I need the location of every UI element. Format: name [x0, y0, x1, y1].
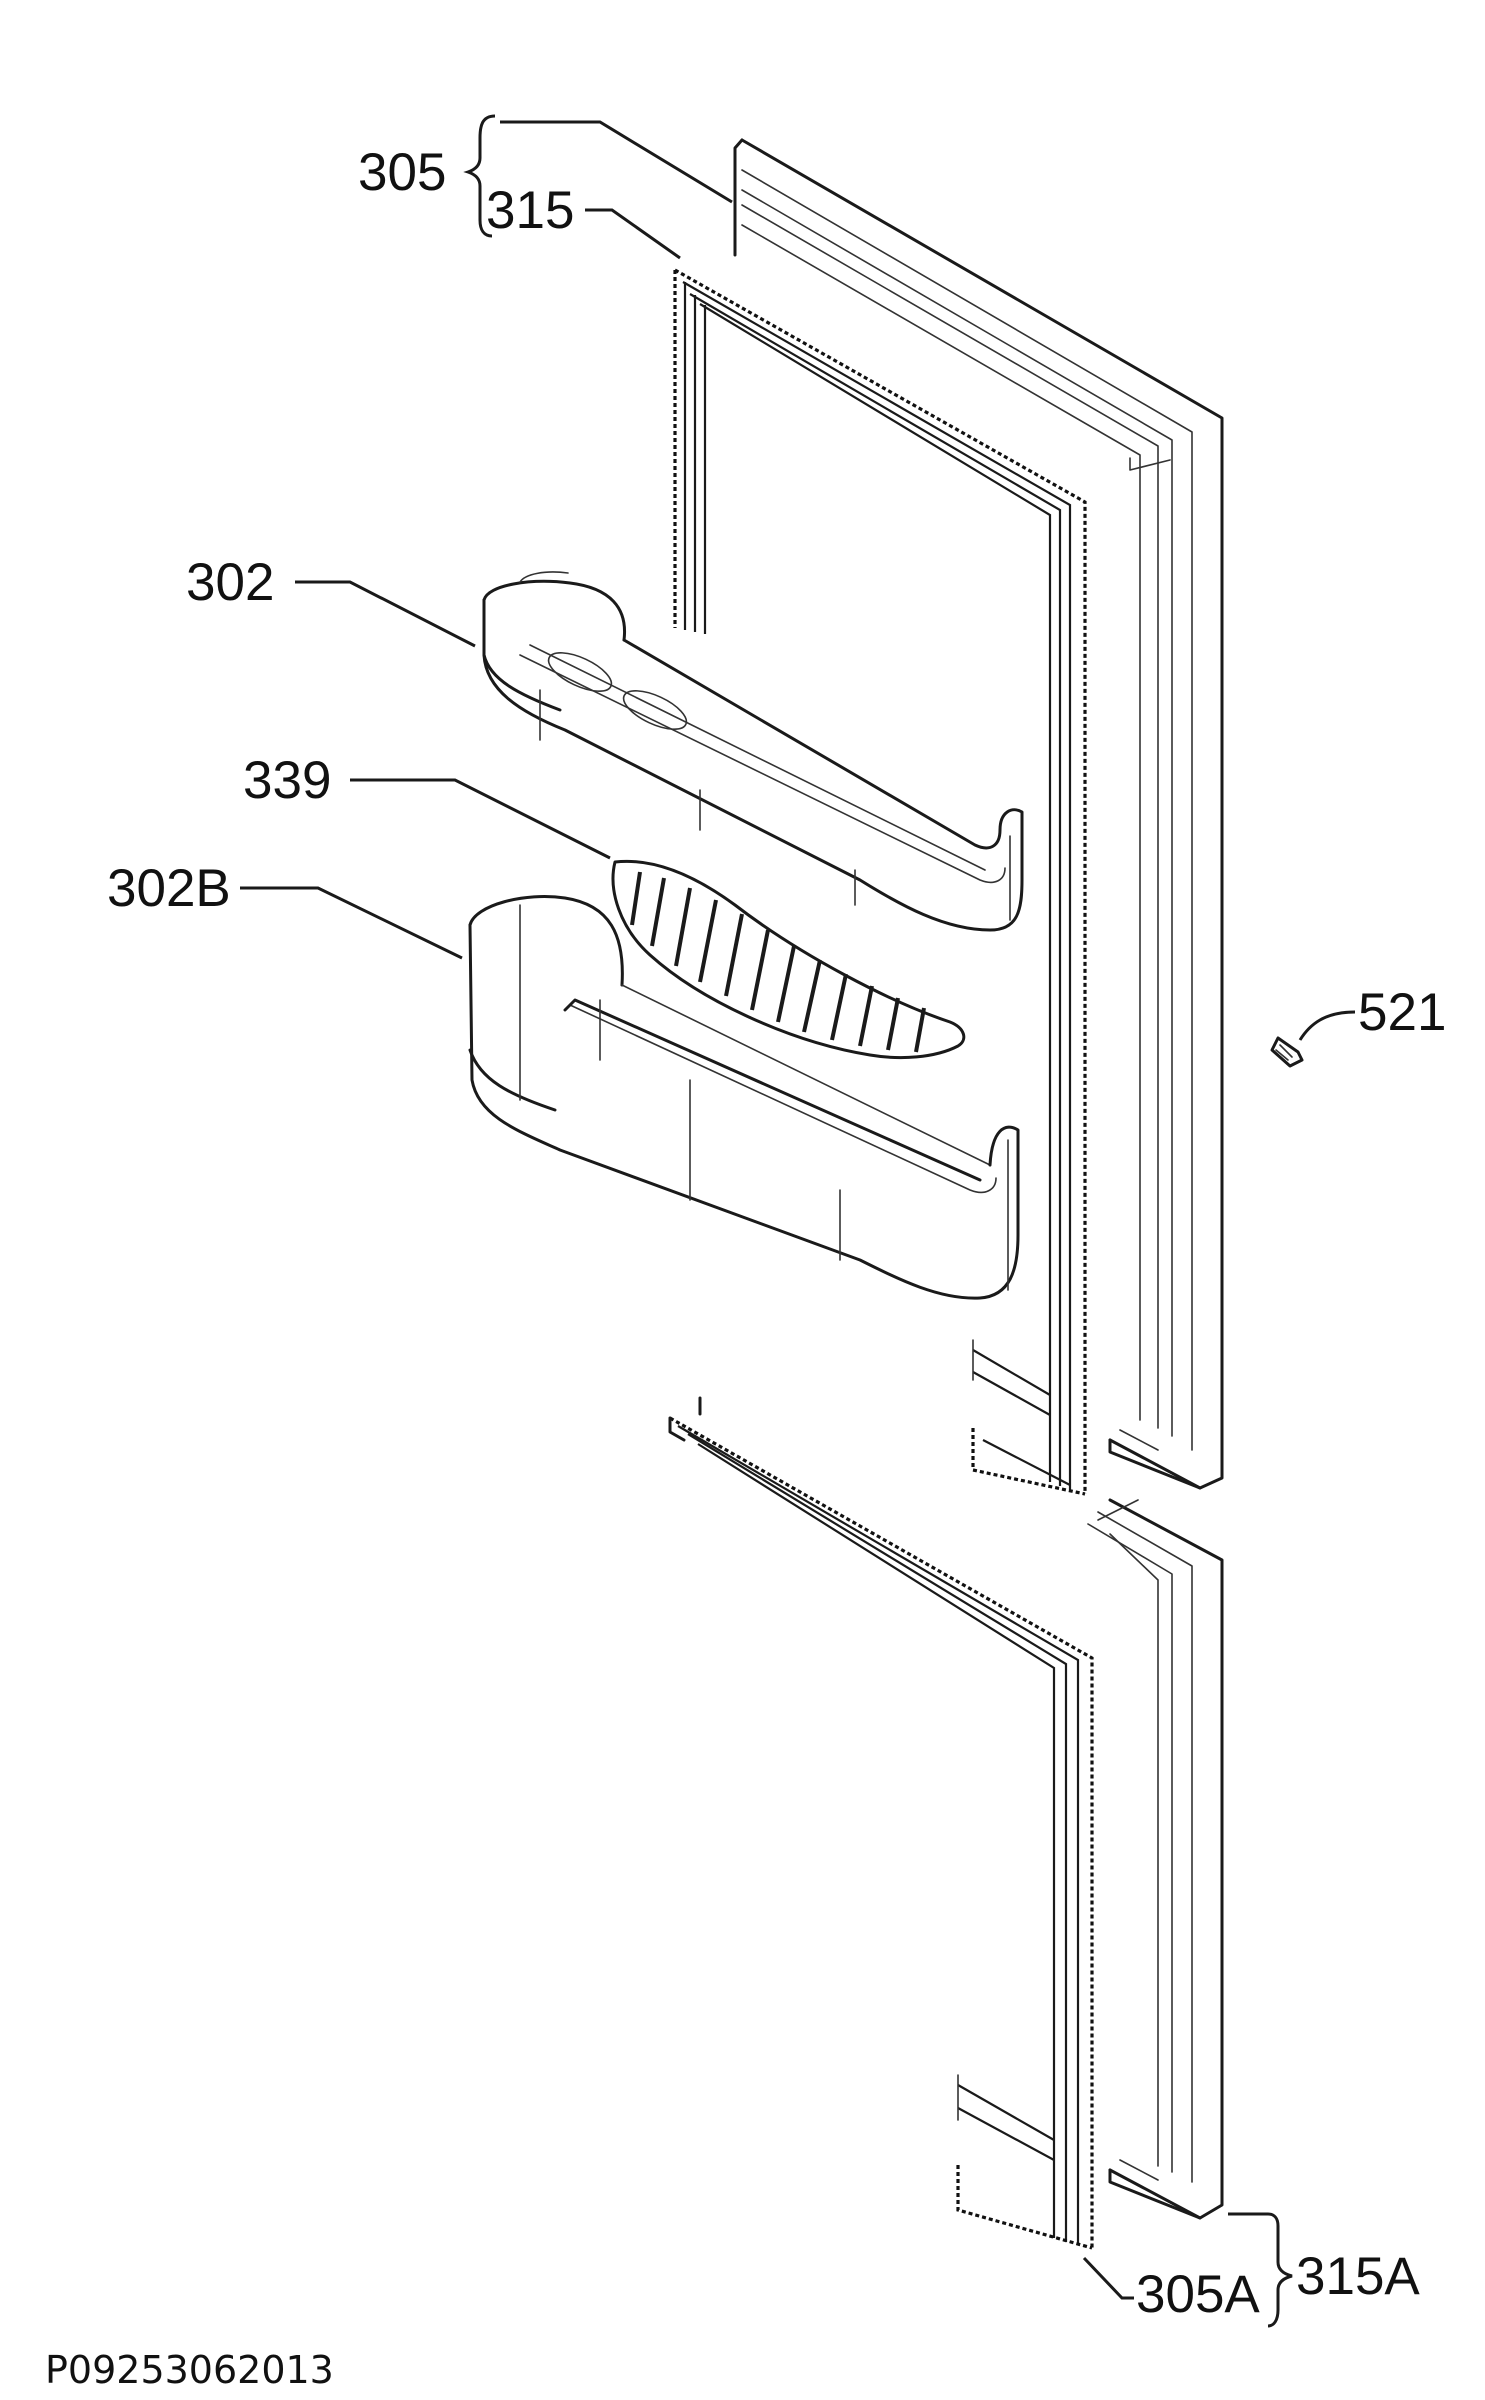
callout-315: 315: [486, 181, 574, 240]
callout-521: 521: [1358, 983, 1446, 1042]
callout-315A: 315A: [1296, 2247, 1420, 2306]
callout-302B: 302B: [107, 859, 231, 918]
lower-door-balcony[interactable]: [468, 895, 1020, 1300]
lower-door-gasket[interactable]: [668, 1396, 1094, 2250]
callout-339: 339: [243, 751, 331, 810]
upper-door-panel[interactable]: [733, 138, 1224, 1490]
upper-door-balcony[interactable]: [482, 571, 1024, 932]
door-screw[interactable]: [1270, 1036, 1304, 1068]
callout-leaders: [240, 114, 1356, 2328]
lower-door-panel[interactable]: [1087, 1498, 1224, 2220]
callout-305: 305: [358, 143, 446, 202]
drawing-code: P09253062013: [45, 2348, 334, 2392]
upper-door-gasket[interactable]: [673, 268, 1087, 1496]
callout-305A: 305A: [1136, 2265, 1260, 2324]
bottle-retainer[interactable]: [611, 859, 966, 1060]
callout-302: 302: [186, 553, 274, 612]
